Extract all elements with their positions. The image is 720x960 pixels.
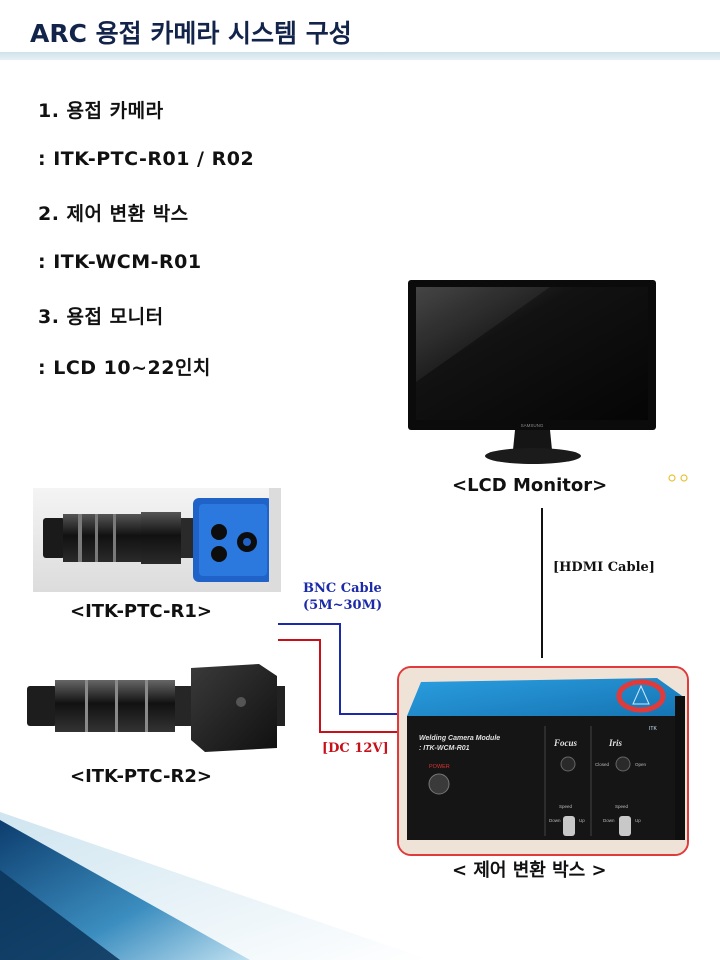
monitor-brand: SAMSUNG [521, 423, 544, 428]
box-brand-label: ITK [649, 726, 657, 732]
box-focus-label: Focus [553, 738, 578, 748]
brand-logo-icon [632, 684, 650, 705]
iris-down-label: Down [603, 818, 615, 823]
title-underline [0, 52, 720, 60]
iris-speed-label: Speed [615, 804, 629, 809]
control-box-caption: < 제어 변환 박스 > [452, 860, 607, 881]
box-iris-label: Iris [608, 738, 623, 748]
iris-up-label: Up [635, 818, 641, 823]
iris-switch-icon [615, 756, 631, 772]
box-module-label: Welding Camera Module [419, 735, 500, 742]
page-title: ARC 용접 카메라 시스템 구성 [30, 19, 352, 48]
focus-speed-label: Speed [559, 804, 573, 809]
spec-box-heading: 2. 제어 변환 박스 [38, 203, 189, 225]
focus-switch-icon [560, 756, 576, 772]
spec-camera-heading: 1. 용접 카메라 [38, 100, 164, 122]
dc-cable-label: [DC 12V] [322, 741, 389, 756]
iris-speed-knob-icon [619, 816, 631, 836]
hdmi-cable-label: [HDMI Cable] [553, 560, 655, 575]
spec-monitor-model: : LCD 10~22인치 [38, 357, 211, 379]
lcd-monitor-image: SAMSUNG [408, 280, 656, 464]
highlight-ring-icon [616, 679, 666, 713]
camera-r1-photo [33, 488, 281, 592]
spec-camera-model: : ITK-PTC-R01 / R02 [38, 148, 255, 170]
control-box-photo: Welding Camera Module : ITK-WCM-R01 POWE… [399, 668, 687, 854]
control-box-frame: Welding Camera Module : ITK-WCM-R01 POWE… [397, 666, 689, 856]
power-button-icon [428, 773, 450, 795]
bnc-cable-line [278, 623, 406, 715]
hdmi-cable-line [541, 508, 543, 658]
camera-r2-caption: <ITK-PTC-R2> [70, 766, 212, 787]
camera-cable-lines [278, 623, 406, 733]
bnc-cable-length: (5M~30M) [303, 598, 383, 613]
iris-closed-label: Closed [595, 762, 610, 767]
dc-cable-line [278, 639, 406, 733]
focus-up-label: Up [579, 818, 585, 823]
camera-r2-photo [15, 656, 285, 756]
iris-open-label: Open [635, 762, 647, 767]
bottom-decoration [0, 812, 430, 960]
focus-speed-knob-icon [563, 816, 575, 836]
bnc-cable-label: BNC Cable [303, 581, 382, 596]
camera-r1-caption: <ITK-PTC-R1> [70, 601, 212, 622]
lcd-monitor-caption: <LCD Monitor> [452, 475, 608, 496]
spec-monitor-heading: 3. 용접 모니터 [38, 306, 164, 328]
spec-box-model: : ITK-WCM-R01 [38, 251, 202, 273]
small-decor-icon [668, 474, 688, 482]
focus-down-label: Down [549, 818, 561, 823]
box-module-model: : ITK-WCM-R01 [419, 745, 470, 752]
box-power-label: POWER [429, 764, 450, 770]
